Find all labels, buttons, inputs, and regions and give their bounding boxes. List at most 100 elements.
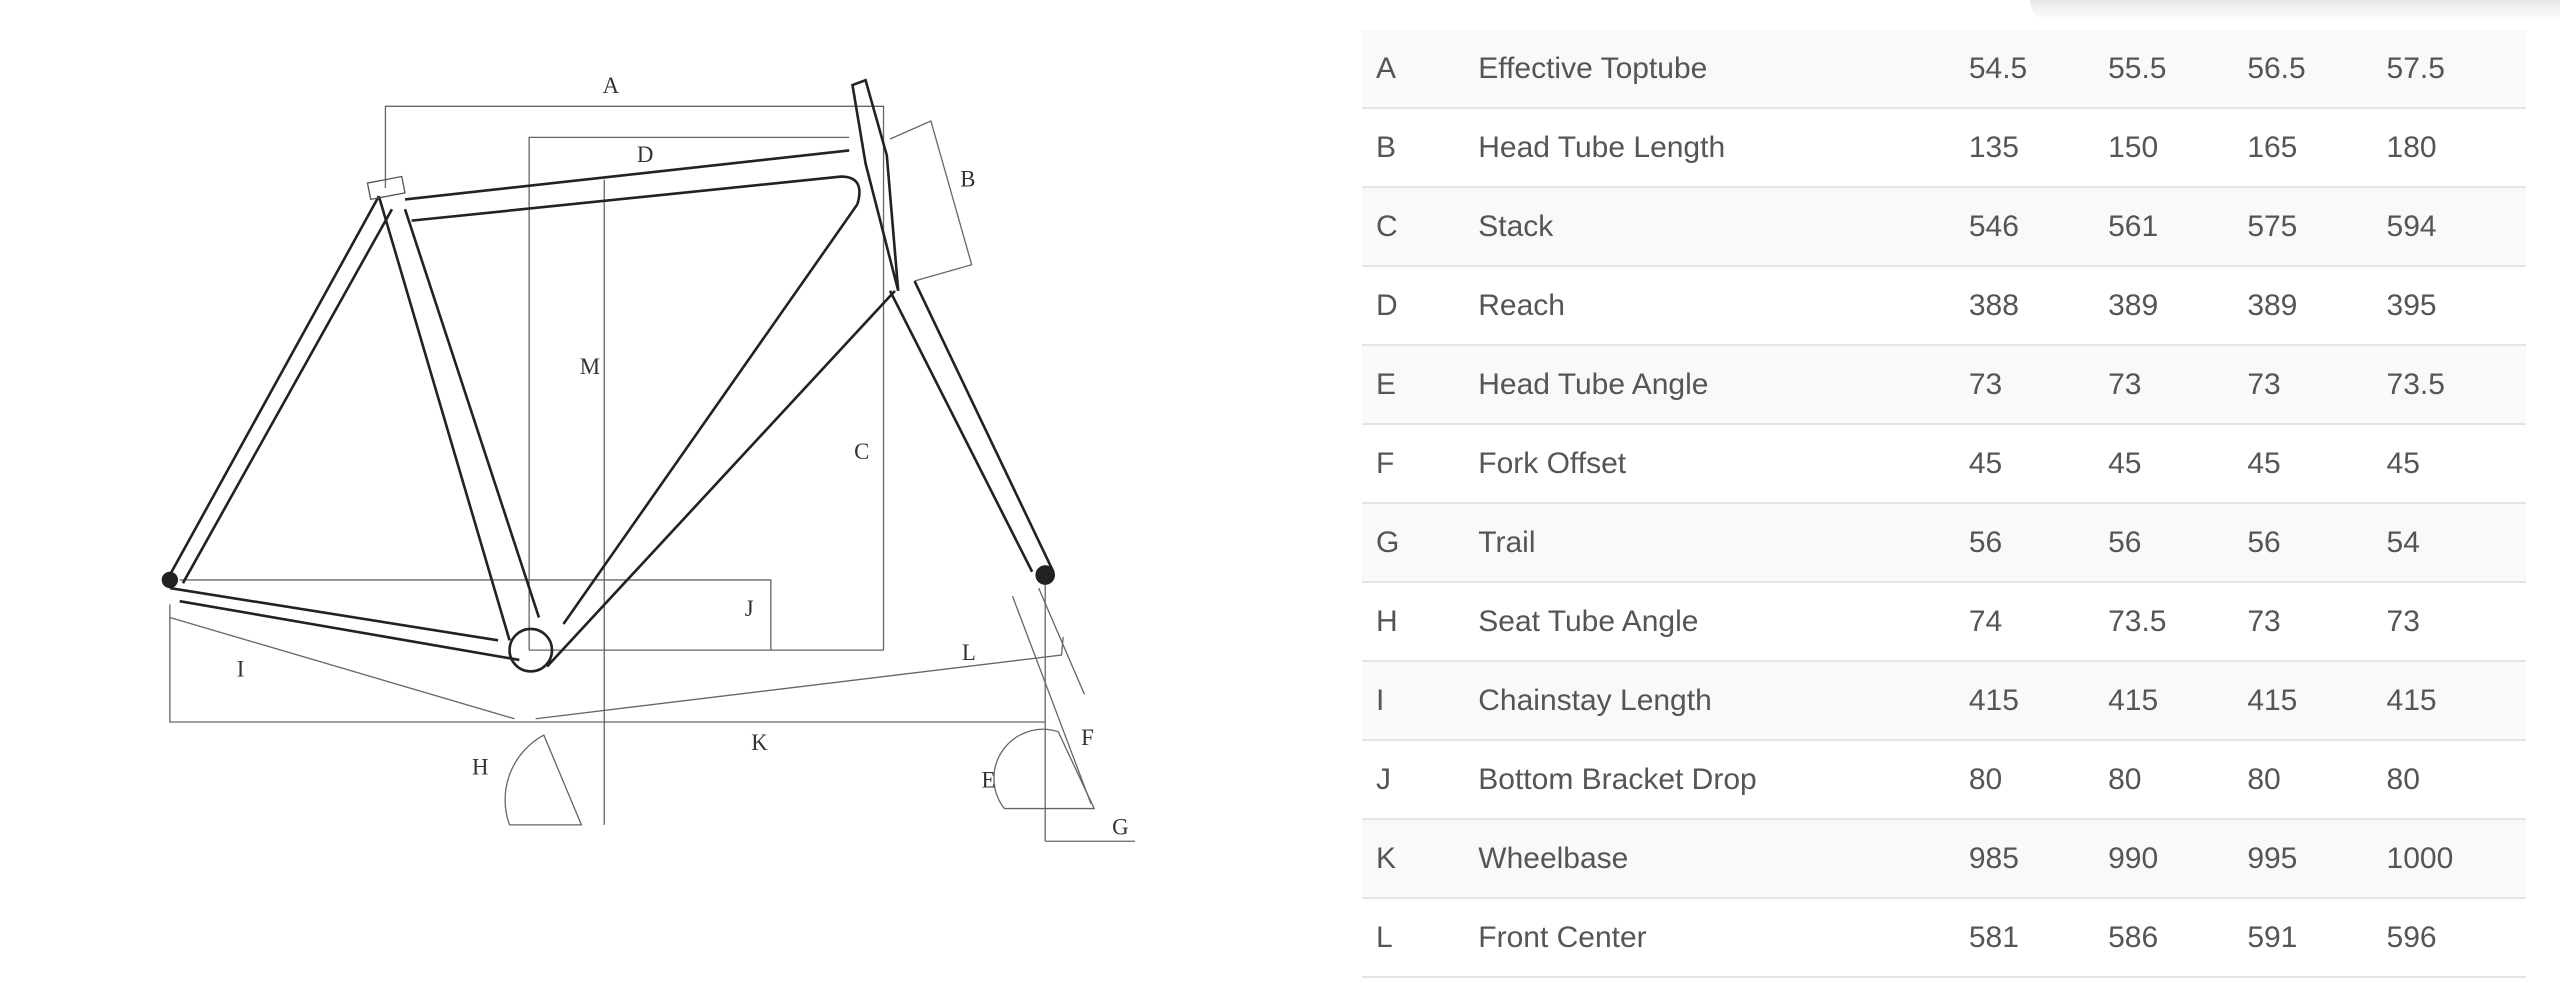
label-m: M — [580, 354, 600, 379]
size-value: 55.5 — [2108, 30, 2248, 109]
head-tube — [851, 78, 900, 292]
size-value: 596 — [2386, 898, 2526, 978]
seat-stay — [168, 195, 394, 584]
dim-k — [169, 604, 1046, 723]
row-key: I — [1362, 661, 1479, 741]
size-value: 73 — [2386, 582, 2526, 662]
size-value: 80 — [2386, 740, 2526, 820]
size-value: 415 — [1968, 661, 2109, 741]
size-value: 73 — [2247, 582, 2387, 662]
size-value: 575 — [2247, 187, 2387, 267]
size-value: 561 — [2108, 187, 2248, 267]
frame — [161, 78, 1056, 673]
row-key: F — [1362, 424, 1479, 504]
size-value: 415 — [2247, 661, 2387, 741]
size-value: 415 — [2386, 661, 2526, 741]
size-value: 581 — [1968, 898, 2109, 978]
row-name: Trail — [1478, 503, 1969, 583]
row-name: Front Center — [1478, 898, 1969, 978]
dim-d — [528, 136, 850, 651]
size-value: 56 — [2108, 503, 2248, 583]
row-name: Head Tube Length — [1478, 108, 1969, 188]
size-value: 546 — [1968, 187, 2109, 267]
row-key: K — [1362, 819, 1479, 899]
bottom-bracket — [508, 627, 554, 673]
size-value: 45 — [2247, 424, 2387, 504]
size-value: 995 — [2247, 819, 2387, 899]
fork — [888, 280, 1055, 573]
size-value: 73 — [1968, 345, 2109, 425]
seat-tube — [377, 195, 541, 641]
size-value: 73 — [2247, 345, 2387, 425]
size-value: 591 — [2247, 898, 2387, 978]
label-k: K — [751, 730, 768, 755]
angle-e — [993, 728, 1096, 810]
row-name: Reach — [1478, 266, 1969, 346]
label-f: F — [1081, 725, 1094, 750]
size-value: 56 — [2247, 503, 2387, 583]
row-key: B — [1362, 108, 1479, 188]
label-b: B — [960, 166, 975, 191]
size-value: 135 — [1968, 108, 2109, 188]
size-value: 389 — [2247, 266, 2387, 346]
row-key: J — [1362, 740, 1479, 820]
size-value: 56.5 — [2247, 30, 2387, 109]
rear-dropout — [161, 571, 179, 589]
row-name: Head Tube Angle — [1478, 345, 1969, 425]
size-value: 73.5 — [2108, 582, 2248, 662]
label-l: L — [962, 640, 976, 665]
row-key: L — [1362, 898, 1479, 978]
size-value: 54.5 — [1968, 30, 2109, 109]
size-value: 56 — [1968, 503, 2109, 583]
dropdown-shadow — [2030, 0, 2560, 22]
size-value: 180 — [2386, 108, 2526, 188]
dim-j — [179, 579, 772, 651]
label-c: C — [854, 439, 869, 464]
row-key: E — [1362, 345, 1479, 425]
fork-dropout — [1035, 565, 1056, 585]
size-value: 73 — [2108, 345, 2248, 425]
dim-l — [535, 637, 1064, 720]
row-name: Fork Offset — [1478, 424, 1969, 504]
size-value: 389 — [2108, 266, 2248, 346]
row-name: Seat Tube Angle — [1478, 582, 1969, 662]
row-key: C — [1362, 187, 1479, 267]
row-name: Stack — [1478, 187, 1969, 267]
dim-i — [169, 616, 515, 720]
size-value: 1000 — [2386, 819, 2526, 899]
size-value: 45 — [2386, 424, 2526, 504]
row-name: Chainstay Length — [1478, 661, 1969, 741]
size-value: 388 — [1968, 266, 2109, 346]
label-e: E — [982, 767, 996, 792]
chainstay — [169, 586, 520, 662]
dimension-lines — [169, 105, 1136, 842]
size-value: 985 — [1968, 819, 2109, 899]
size-value: 80 — [2247, 740, 2387, 820]
size-value: 990 — [2108, 819, 2248, 899]
label-d: D — [637, 142, 654, 167]
dim-f — [1011, 596, 1092, 804]
label-h: H — [472, 754, 489, 779]
row-name: Bottom Bracket Drop — [1478, 740, 1969, 820]
size-value: 594 — [2386, 187, 2526, 267]
size-value: 586 — [2108, 898, 2248, 978]
row-key: D — [1362, 266, 1479, 346]
dim-a — [384, 105, 885, 651]
label-i: I — [237, 656, 245, 681]
size-value: 80 — [1968, 740, 2109, 820]
bike-frame-geometry-diagram: A D B M C J L I K H E F G — [161, 73, 1136, 842]
row-key: G — [1362, 503, 1479, 583]
size-value: 54 — [2386, 503, 2526, 583]
